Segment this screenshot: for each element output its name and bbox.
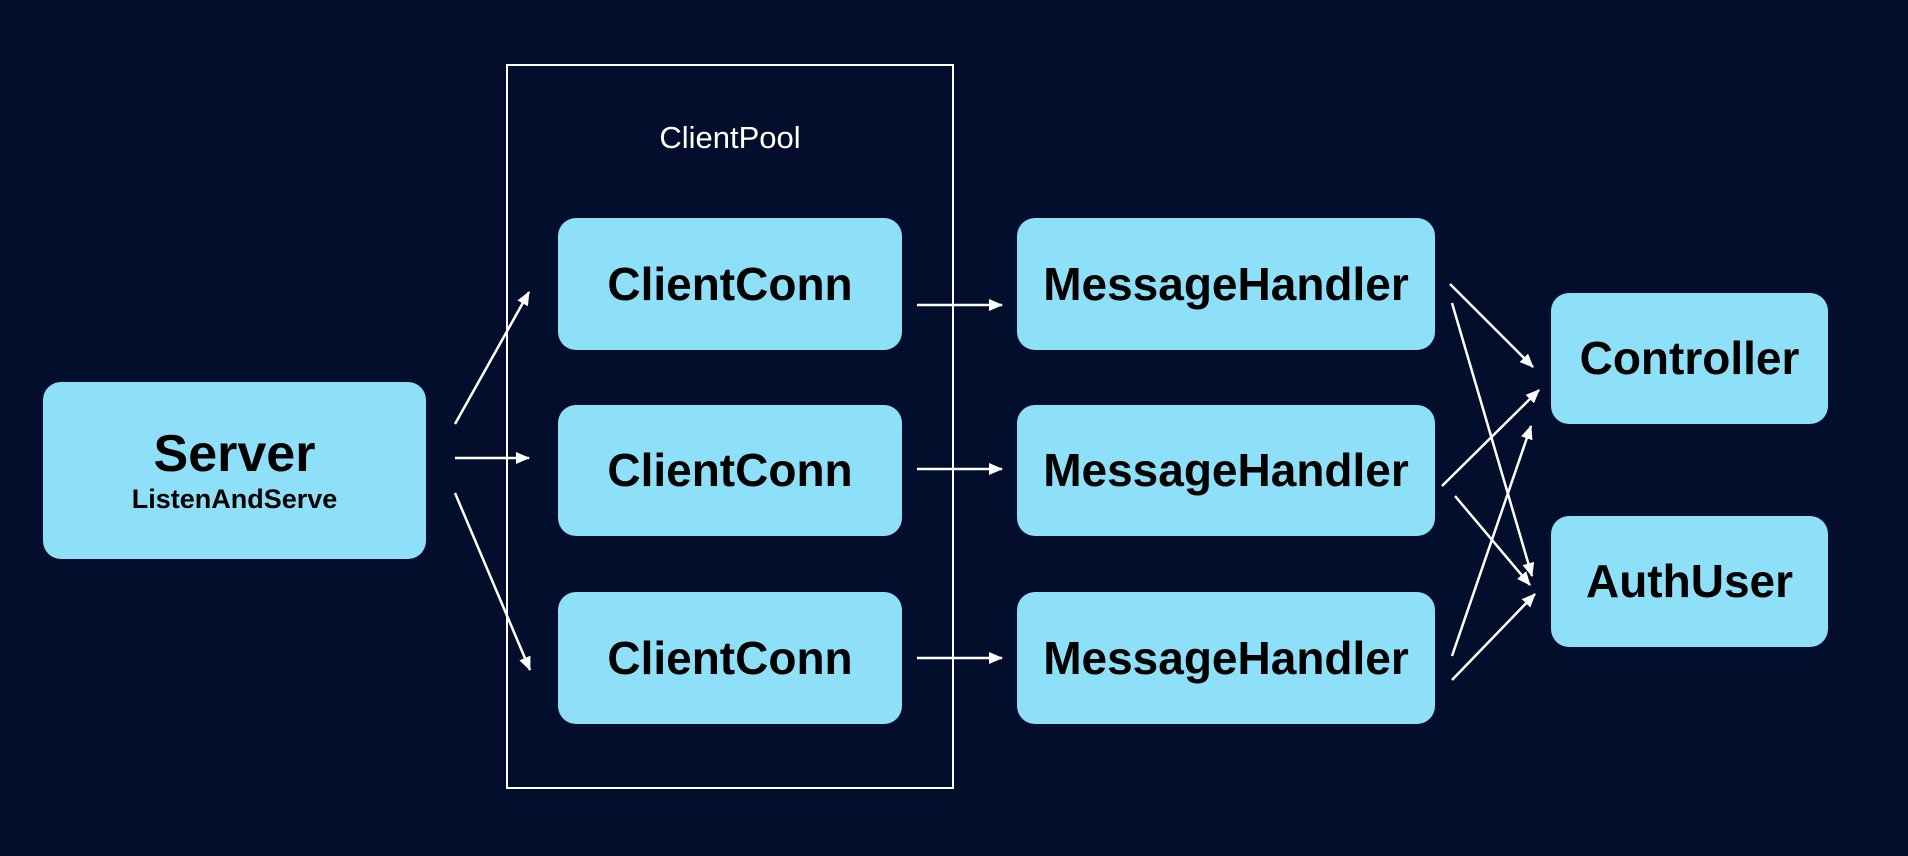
client-conn-label: ClientConn <box>607 631 853 684</box>
client-conn-node-1: ClientConn <box>558 218 902 350</box>
client-pool-container <box>506 64 954 789</box>
client-conn-label: ClientConn <box>607 257 853 310</box>
edge-message-handler-1-to-auth-user <box>1450 302 1535 577</box>
edge-server-to-client-conn-3 <box>453 492 532 671</box>
edge-message-handler-1-to-controller <box>1449 283 1534 368</box>
client-pool-label: ClientPool <box>659 120 801 155</box>
edge-server-to-client-conn-1 <box>453 291 531 425</box>
message-handler-node-2: MessageHandler <box>1017 405 1435 536</box>
edge-message-handler-2-to-controller <box>1441 389 1540 487</box>
server-node: Server ListenAndServe <box>43 382 426 559</box>
edge-message-handler-3-to-auth-user <box>1451 593 1536 681</box>
auth-user-label: AuthUser <box>1585 555 1794 608</box>
message-handler-label: MessageHandler <box>1043 257 1409 310</box>
message-handler-node-1: MessageHandler <box>1017 218 1435 350</box>
controller-label: Controller <box>1579 332 1800 385</box>
client-conn-node-3: ClientConn <box>558 592 902 724</box>
server-title: Server <box>153 424 316 483</box>
edge-message-handler-3-to-controller <box>1450 425 1533 657</box>
message-handler-label: MessageHandler <box>1043 631 1409 684</box>
server-subtitle: ListenAndServe <box>131 483 338 514</box>
message-handler-label: MessageHandler <box>1043 444 1409 497</box>
auth-user-node: AuthUser <box>1551 516 1828 647</box>
client-conn-node-2: ClientConn <box>558 405 902 536</box>
client-conn-label: ClientConn <box>607 444 853 497</box>
message-handler-node-3: MessageHandler <box>1017 592 1435 724</box>
controller-node: Controller <box>1551 293 1828 424</box>
